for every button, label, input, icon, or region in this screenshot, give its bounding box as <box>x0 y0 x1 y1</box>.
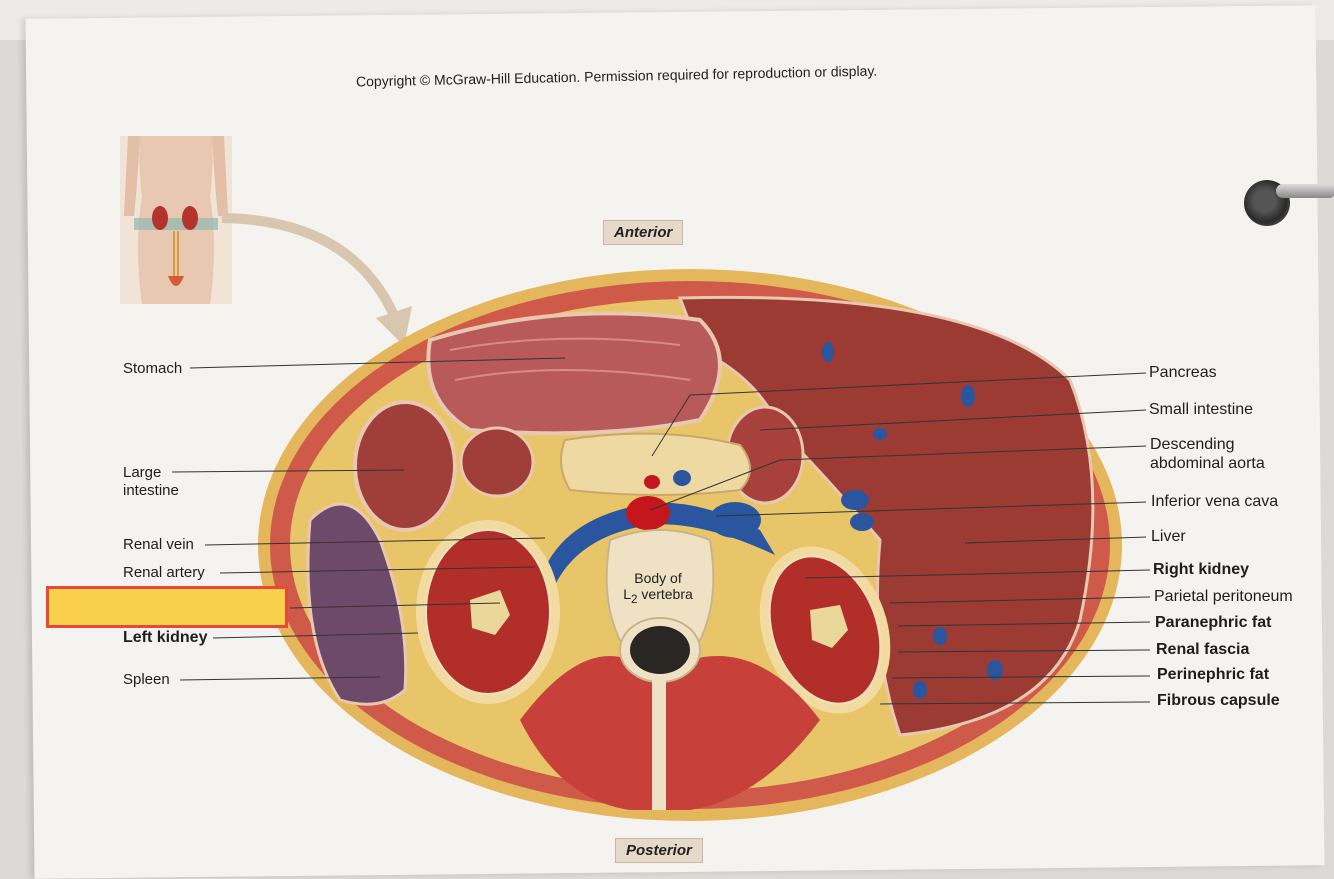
inferior-vena-cava <box>709 502 761 538</box>
left-renal-pelvis <box>470 590 510 635</box>
hepatic-vessel <box>873 428 887 440</box>
large-intestine-loop <box>459 426 535 498</box>
label-descending-aorta-line1: Descending <box>1150 436 1235 453</box>
large-intestine <box>353 400 457 532</box>
redacted-label-box <box>46 586 288 628</box>
hepatic-vessel <box>933 627 947 645</box>
hepatic-vessel <box>841 490 869 510</box>
label-large-intestine-line2: intestine <box>123 482 179 499</box>
spleen <box>306 502 408 706</box>
leader-line-renal-fascia <box>897 649 1151 653</box>
leader-line-pancreas <box>689 372 1147 396</box>
leader-line-stomach <box>189 357 566 369</box>
spinal-cord <box>630 626 690 674</box>
leader-line-renal-vein <box>204 537 546 546</box>
leader-line-perinephric-fat <box>891 675 1151 679</box>
label-inferior-vena-cava: Inferior vena cava <box>1151 493 1279 510</box>
leader-line-left-kidney <box>212 632 419 639</box>
l2-vertebral-body <box>605 529 715 646</box>
vertebra-label: Body of L2 vertebra <box>598 570 718 608</box>
leader-line-fibrous-capsule <box>879 701 1151 705</box>
leader-line-small-intestine <box>759 409 1147 431</box>
aorta <box>626 496 670 530</box>
stomach-rugae <box>449 337 681 351</box>
vertebra-letter: L <box>623 586 632 602</box>
leader-line-paranephric-fat <box>897 621 1151 627</box>
leader-line-redacted <box>289 602 501 609</box>
label-spleen: Spleen <box>123 671 170 688</box>
hepatic-vessel <box>822 342 834 362</box>
vertebra-number: 2 <box>631 592 638 606</box>
vertebra-label-line1: Body of <box>634 570 682 586</box>
stomach-rugae <box>454 369 691 381</box>
leader-line-aorta-bend <box>649 459 781 511</box>
hepatic-vessel <box>987 660 1003 680</box>
spinous-process <box>652 680 666 810</box>
binder-ring <box>1276 184 1334 198</box>
hepatic-vessel <box>913 681 927 699</box>
label-small-intestine: Small intestine <box>1149 401 1254 418</box>
leader-line-spleen <box>179 676 381 681</box>
right-renal-pelvis <box>810 605 848 648</box>
label-renal-vein: Renal vein <box>123 536 194 553</box>
label-perinephric-fat: Perinephric fat <box>1157 666 1270 683</box>
leader-line-right-kidney <box>804 569 1151 579</box>
leader-line-ivc <box>715 501 1147 517</box>
label-right-kidney: Right kidney <box>1153 561 1250 578</box>
vertebra-label-line2: L2 vertebra <box>598 586 718 608</box>
vertebra-word: vertebra <box>637 586 693 602</box>
pancreatic-artery <box>644 475 660 489</box>
label-fibrous-capsule: Fibrous capsule <box>1157 692 1280 709</box>
orientation-arrowhead <box>376 306 412 346</box>
label-parietal-peritoneum: Parietal peritoneum <box>1154 588 1293 605</box>
leader-line-parietal-peritoneum <box>889 596 1151 604</box>
label-left-kidney: Left kidney <box>123 629 208 646</box>
label-renal-fascia: Renal fascia <box>1156 641 1250 658</box>
label-stomach: Stomach <box>123 360 183 377</box>
anterior-label: Anterior <box>603 220 684 245</box>
label-paranephric-fat: Paranephric fat <box>1155 614 1272 631</box>
back-muscles <box>520 656 820 810</box>
label-descending-aorta-line2: abdominal aorta <box>1150 455 1265 472</box>
label-large-intestine-line1: Large <box>123 464 162 481</box>
label-renal-artery: Renal artery <box>123 564 205 581</box>
leader-line-renal-artery <box>219 566 536 574</box>
posterior-label: Posterior <box>615 838 703 863</box>
body-orientation-thumbnail <box>120 136 232 304</box>
pancreatic-vein <box>673 470 691 486</box>
leader-line-liver <box>964 536 1147 544</box>
label-liver: Liver <box>1151 528 1186 545</box>
stomach <box>426 311 722 436</box>
pancreas <box>560 432 751 496</box>
hepatic-vessel <box>961 385 975 407</box>
label-pancreas: Pancreas <box>1149 364 1217 381</box>
leader-line-pancreas-bend <box>651 394 691 457</box>
hepatic-vessel <box>850 513 874 531</box>
leader-line-large-intestine <box>171 469 405 473</box>
leader-line-aorta <box>779 445 1147 461</box>
orientation-arrow <box>221 213 405 332</box>
